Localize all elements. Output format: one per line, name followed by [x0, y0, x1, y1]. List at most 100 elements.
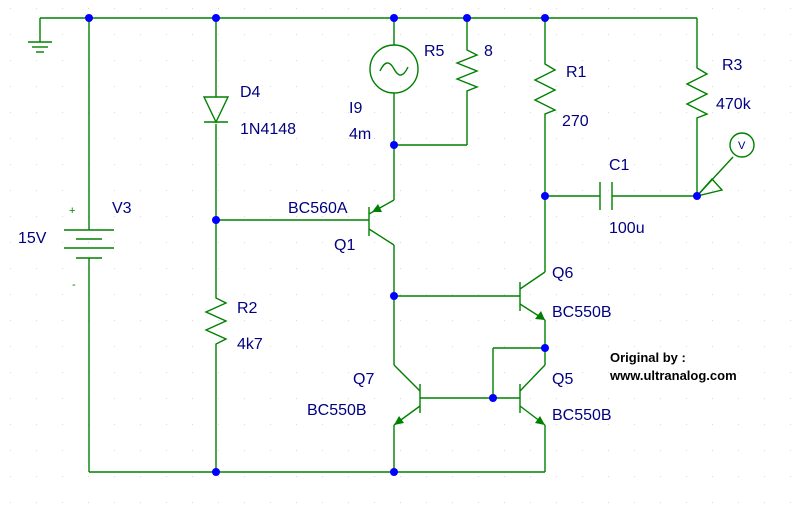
grid-dot [738, 138, 739, 139]
grid-dot [686, 476, 687, 477]
grid-dot [296, 34, 297, 35]
grid-dot [790, 34, 791, 35]
grid-dot [738, 268, 739, 269]
grid-dot [10, 190, 11, 191]
grid-dot [374, 138, 375, 139]
grid-dot [686, 112, 687, 113]
grid-dot [712, 242, 713, 243]
grid-dot [140, 372, 141, 373]
grid-dot [686, 398, 687, 399]
grid-dot [218, 372, 219, 373]
grid-dot [556, 242, 557, 243]
grid-dot [322, 190, 323, 191]
grid-dot [634, 476, 635, 477]
grid-dot [504, 502, 505, 503]
grid-dot [400, 450, 401, 451]
grid-dot [634, 112, 635, 113]
grid-dot [452, 268, 453, 269]
grid-dot [348, 112, 349, 113]
grid-dot [660, 502, 661, 503]
grid-dot [192, 398, 193, 399]
grid-dot [556, 60, 557, 61]
grid-dot [62, 216, 63, 217]
grid-dot [530, 86, 531, 87]
grid-dot [634, 424, 635, 425]
grid-dot [348, 268, 349, 269]
grid-dot [218, 242, 219, 243]
grid-dot [634, 86, 635, 87]
grid-dot [322, 346, 323, 347]
probe-letter: V [738, 140, 746, 152]
grid-dot [660, 242, 661, 243]
grid-dot [348, 294, 349, 295]
grid-dot [686, 268, 687, 269]
grid-dot [556, 112, 557, 113]
grid-dot [764, 450, 765, 451]
grid-dot [296, 476, 297, 477]
grid-dot [296, 502, 297, 503]
grid-dot [62, 34, 63, 35]
grid-dot [712, 502, 713, 503]
resistor-r1 [533, 58, 557, 118]
grid-dot [10, 320, 11, 321]
grid-dot [608, 320, 609, 321]
grid-dot [244, 450, 245, 451]
grid-dot [764, 372, 765, 373]
grid-dot [114, 450, 115, 451]
grid-dot [10, 216, 11, 217]
grid-dot [114, 8, 115, 9]
grid-dot [374, 320, 375, 321]
grid-dot [608, 476, 609, 477]
grid-dot [478, 320, 479, 321]
grid-dot [634, 346, 635, 347]
grid-dot [556, 216, 557, 217]
grid-dot [582, 242, 583, 243]
q7-arrow-icon [394, 416, 404, 425]
q1-name-label: Q1 [334, 237, 355, 254]
grid-dot [270, 476, 271, 477]
grid-dot [530, 216, 531, 217]
grid-dot [452, 216, 453, 217]
battery-v3 [64, 229, 114, 259]
grid-dot [270, 424, 271, 425]
grid-dot [582, 112, 583, 113]
grid-dot [660, 398, 661, 399]
grid-dot [244, 164, 245, 165]
grid-dot [218, 502, 219, 503]
grid-dot [140, 86, 141, 87]
grid-dot [296, 450, 297, 451]
grid-dot [530, 8, 531, 9]
junction-dot [463, 14, 471, 22]
grid-dot [790, 320, 791, 321]
probe-circle [729, 132, 755, 158]
grid-dot [608, 190, 609, 191]
grid-dot [244, 86, 245, 87]
grid-dot [322, 60, 323, 61]
grid-dot [374, 424, 375, 425]
grid-dot [712, 164, 713, 165]
grid-dot [634, 164, 635, 165]
grid-dot [140, 502, 141, 503]
grid-dot [556, 502, 557, 503]
grid-dot [36, 8, 37, 9]
grid-dot [686, 8, 687, 9]
grid-dot [270, 216, 271, 217]
grid-dot [244, 190, 245, 191]
grid-dot [764, 476, 765, 477]
grid-dot [36, 86, 37, 87]
grid-dot [10, 60, 11, 61]
grid-dot [738, 164, 739, 165]
grid-dot [608, 60, 609, 61]
transistor-q7 [393, 364, 421, 426]
v3-plus-label: + [69, 205, 75, 217]
sine-icon [379, 62, 409, 76]
grid-dot [764, 268, 765, 269]
grid-dot [530, 476, 531, 477]
i9-name-label: I9 [349, 100, 362, 117]
grid-dot [660, 112, 661, 113]
grid-dot [166, 502, 167, 503]
grid-dot [244, 216, 245, 217]
grid-dot [686, 190, 687, 191]
grid-dot [166, 8, 167, 9]
junction-dot [212, 216, 220, 224]
